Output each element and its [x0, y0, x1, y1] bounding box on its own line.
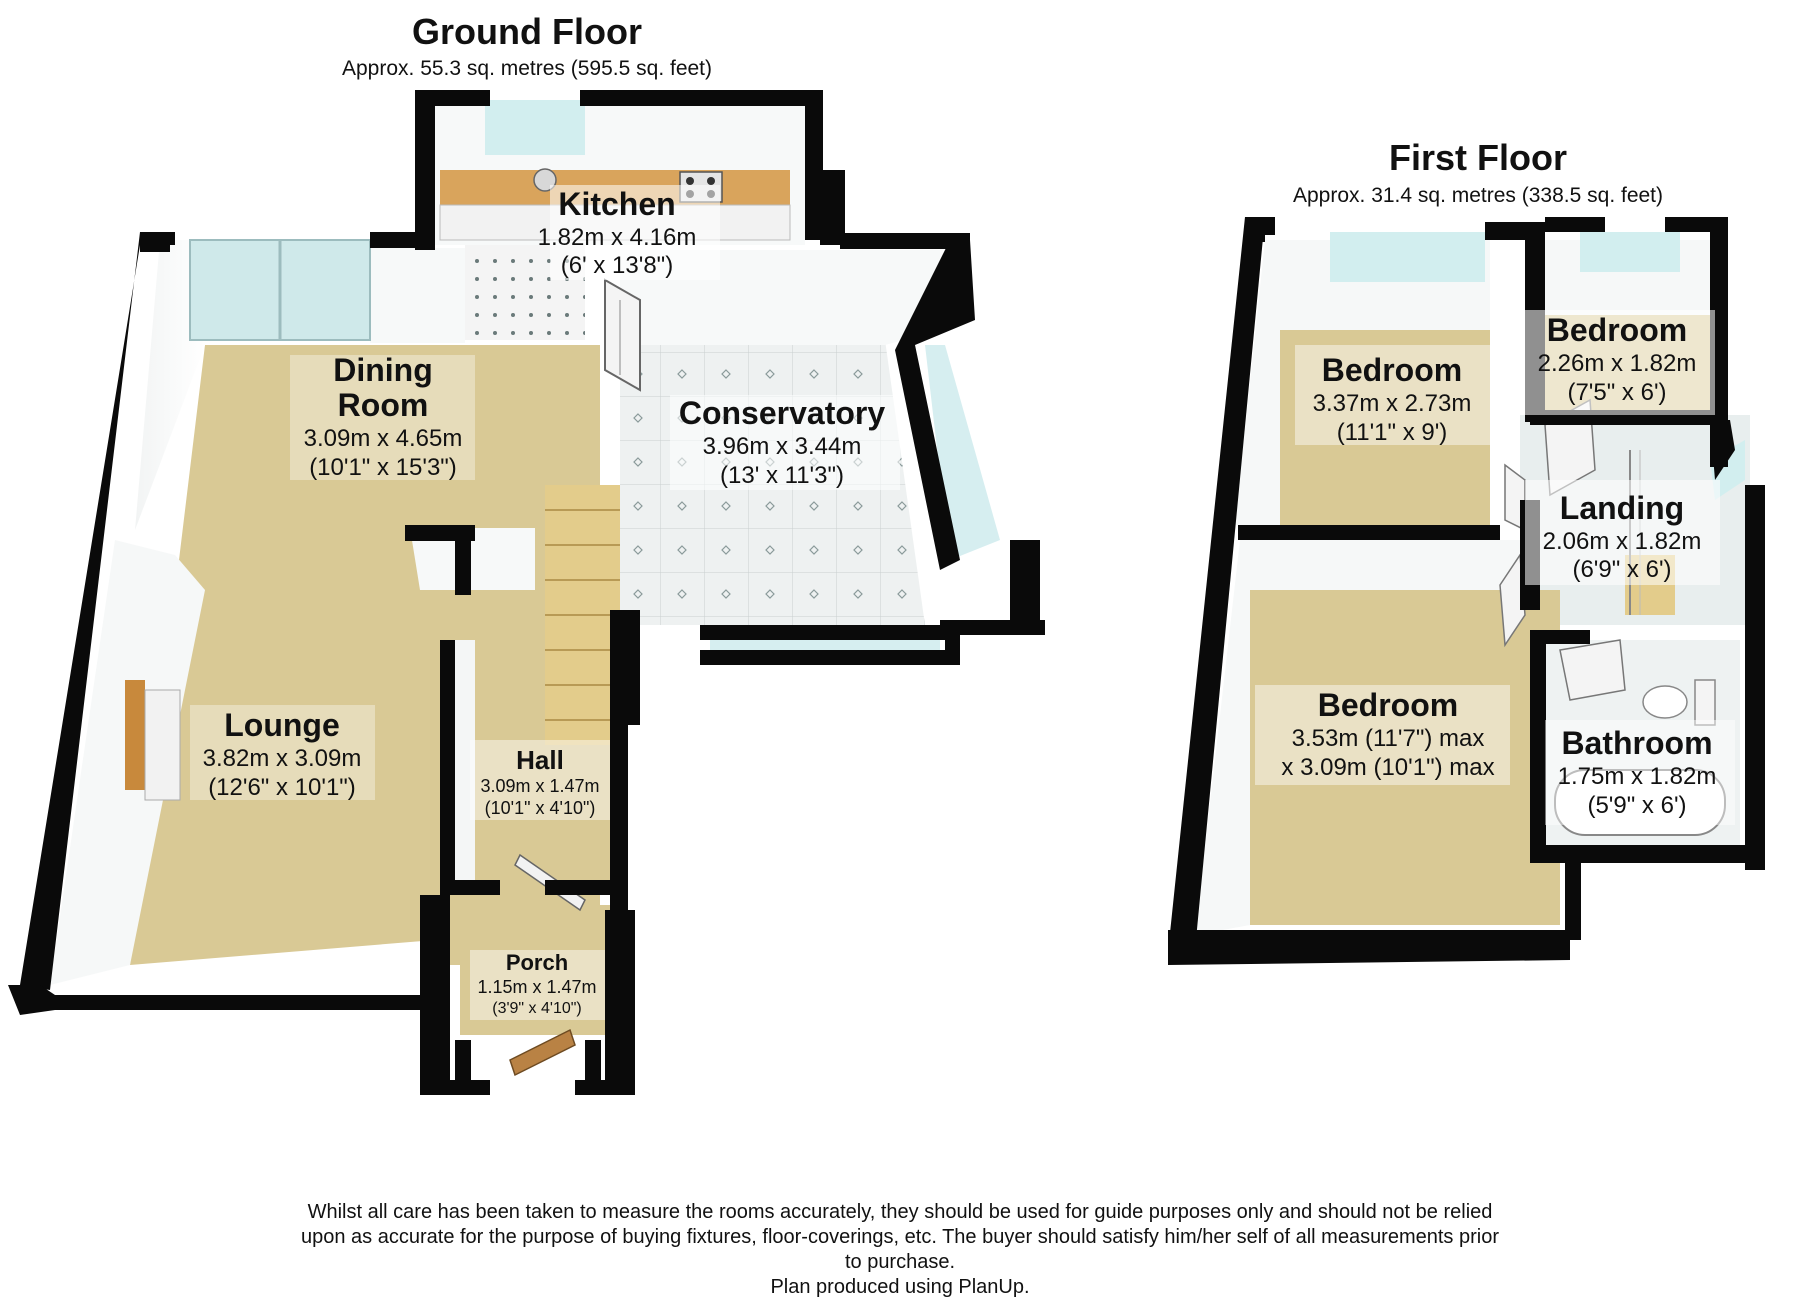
ground-floor-area: Approx. 55.3 sq. metres (595.5 sq. feet) [342, 57, 712, 80]
fireplace [125, 680, 145, 790]
conservatory-dimensions-imperial: (13' x 11'3") [720, 462, 844, 489]
bedroom-2-dimensions-metric: 2.26m x 1.82m [1538, 350, 1697, 377]
front-door [509, 1028, 576, 1077]
conservatory-door [604, 278, 641, 392]
window [485, 100, 585, 155]
porch-dimensions-metric: 1.15m x 1.47m [477, 977, 596, 997]
wall-face [455, 640, 475, 880]
bathroom-name: Bathroom [1561, 725, 1712, 761]
bedroom-3-floor [1250, 590, 1560, 925]
hall-name: Hall [516, 745, 564, 775]
bedroom-2-name: Bedroom [1547, 312, 1687, 348]
hall-dimensions-imperial: (10'1" x 4'10") [485, 798, 596, 818]
bedroom-1-dimensions-imperial: (11'1" x 9') [1337, 419, 1448, 446]
staircase [545, 485, 620, 745]
first-floor-title: First Floor [1389, 137, 1567, 178]
disclaimer-line-4: Plan produced using PlanUp. [770, 1276, 1030, 1298]
window [1580, 232, 1680, 272]
first-floor-area: Approx. 31.4 sq. metres (338.5 sq. feet) [1293, 184, 1663, 207]
porch-dimensions-imperial: (3'9" x 4'10") [492, 1000, 582, 1017]
bedroom-3-name: Bedroom [1318, 687, 1458, 723]
disclaimer-line-1: Whilst all care has been taken to measur… [307, 1201, 1493, 1223]
first-floor-walls [1168, 217, 1765, 965]
dining-room-name-line-2: Room [338, 387, 429, 423]
dining-room-dimensions-imperial: (10'1" x 15'3") [309, 454, 457, 481]
porch-name: Porch [506, 950, 568, 975]
porch-floor [460, 905, 610, 1035]
wall-face [370, 248, 465, 343]
dining-room-name-line-1: Dining [333, 352, 433, 388]
toilet [1642, 685, 1688, 719]
wall-face [1195, 540, 1520, 935]
ground-floor-walls [8, 90, 1045, 1095]
lounge-dimensions-imperial: (12'6" x 10'1") [208, 774, 356, 801]
wall-face [410, 528, 535, 590]
kitchen-dimensions-imperial: (6' x 13'8") [561, 252, 673, 279]
first-floor-plan: First Floor Approx. 31.4 sq. metres (338… [1168, 137, 1765, 965]
lounge-dimensions-metric: 3.82m x 3.09m [203, 745, 362, 772]
bathroom-dimensions-metric: 1.75m x 1.82m [1558, 763, 1717, 790]
landing-name: Landing [1560, 490, 1684, 526]
wall-face [1235, 240, 1490, 525]
disclaimer-line-3: to purchase. [844, 1251, 956, 1273]
bedroom-1-floor [1280, 330, 1490, 525]
disclaimer-line-2: upon as accurate for the purpose of buyi… [301, 1226, 1499, 1248]
bedroom-1-dimensions-metric: 3.37m x 2.73m [1313, 390, 1472, 417]
bedroom-3-dimensions-metric: 3.53m (11'7") max [1292, 725, 1485, 752]
kitchen-dimensions-metric: 1.82m x 4.16m [538, 224, 697, 251]
lounge-name: Lounge [224, 707, 340, 743]
dining-room-dimensions-metric: 3.09m x 4.65m [304, 425, 463, 452]
door [1499, 552, 1526, 648]
conservatory-dimensions-metric: 3.96m x 3.44m [703, 433, 862, 460]
bathroom-dimensions-imperial: (5'9" x 6') [1587, 792, 1686, 819]
door [1559, 639, 1626, 701]
landing-dimensions-imperial: (6'9" x 6') [1572, 556, 1671, 583]
window [1330, 232, 1485, 282]
hall-dimensions-metric: 3.09m x 1.47m [480, 776, 599, 796]
bedroom-1-name: Bedroom [1322, 352, 1462, 388]
bedroom-2-dimensions-imperial: (7'5" x 6') [1567, 379, 1666, 406]
ground-floor-plan: Ground Floor Approx. 55.3 sq. metres (59… [8, 11, 1045, 1095]
bedroom-3-dimensions-imperial: x 3.09m (10'1") max [1281, 754, 1494, 781]
conservatory-name: Conservatory [679, 395, 886, 431]
ground-floor-title: Ground Floor [412, 11, 642, 52]
bath [1554, 769, 1726, 836]
kitchen-name: Kitchen [558, 186, 675, 222]
landing-dimensions-metric: 2.06m x 1.82m [1543, 528, 1702, 555]
wall-face [1525, 240, 1715, 410]
wall-face [135, 240, 205, 530]
disclaimer: Whilst all care has been taken to measur… [200, 1200, 1600, 1300]
